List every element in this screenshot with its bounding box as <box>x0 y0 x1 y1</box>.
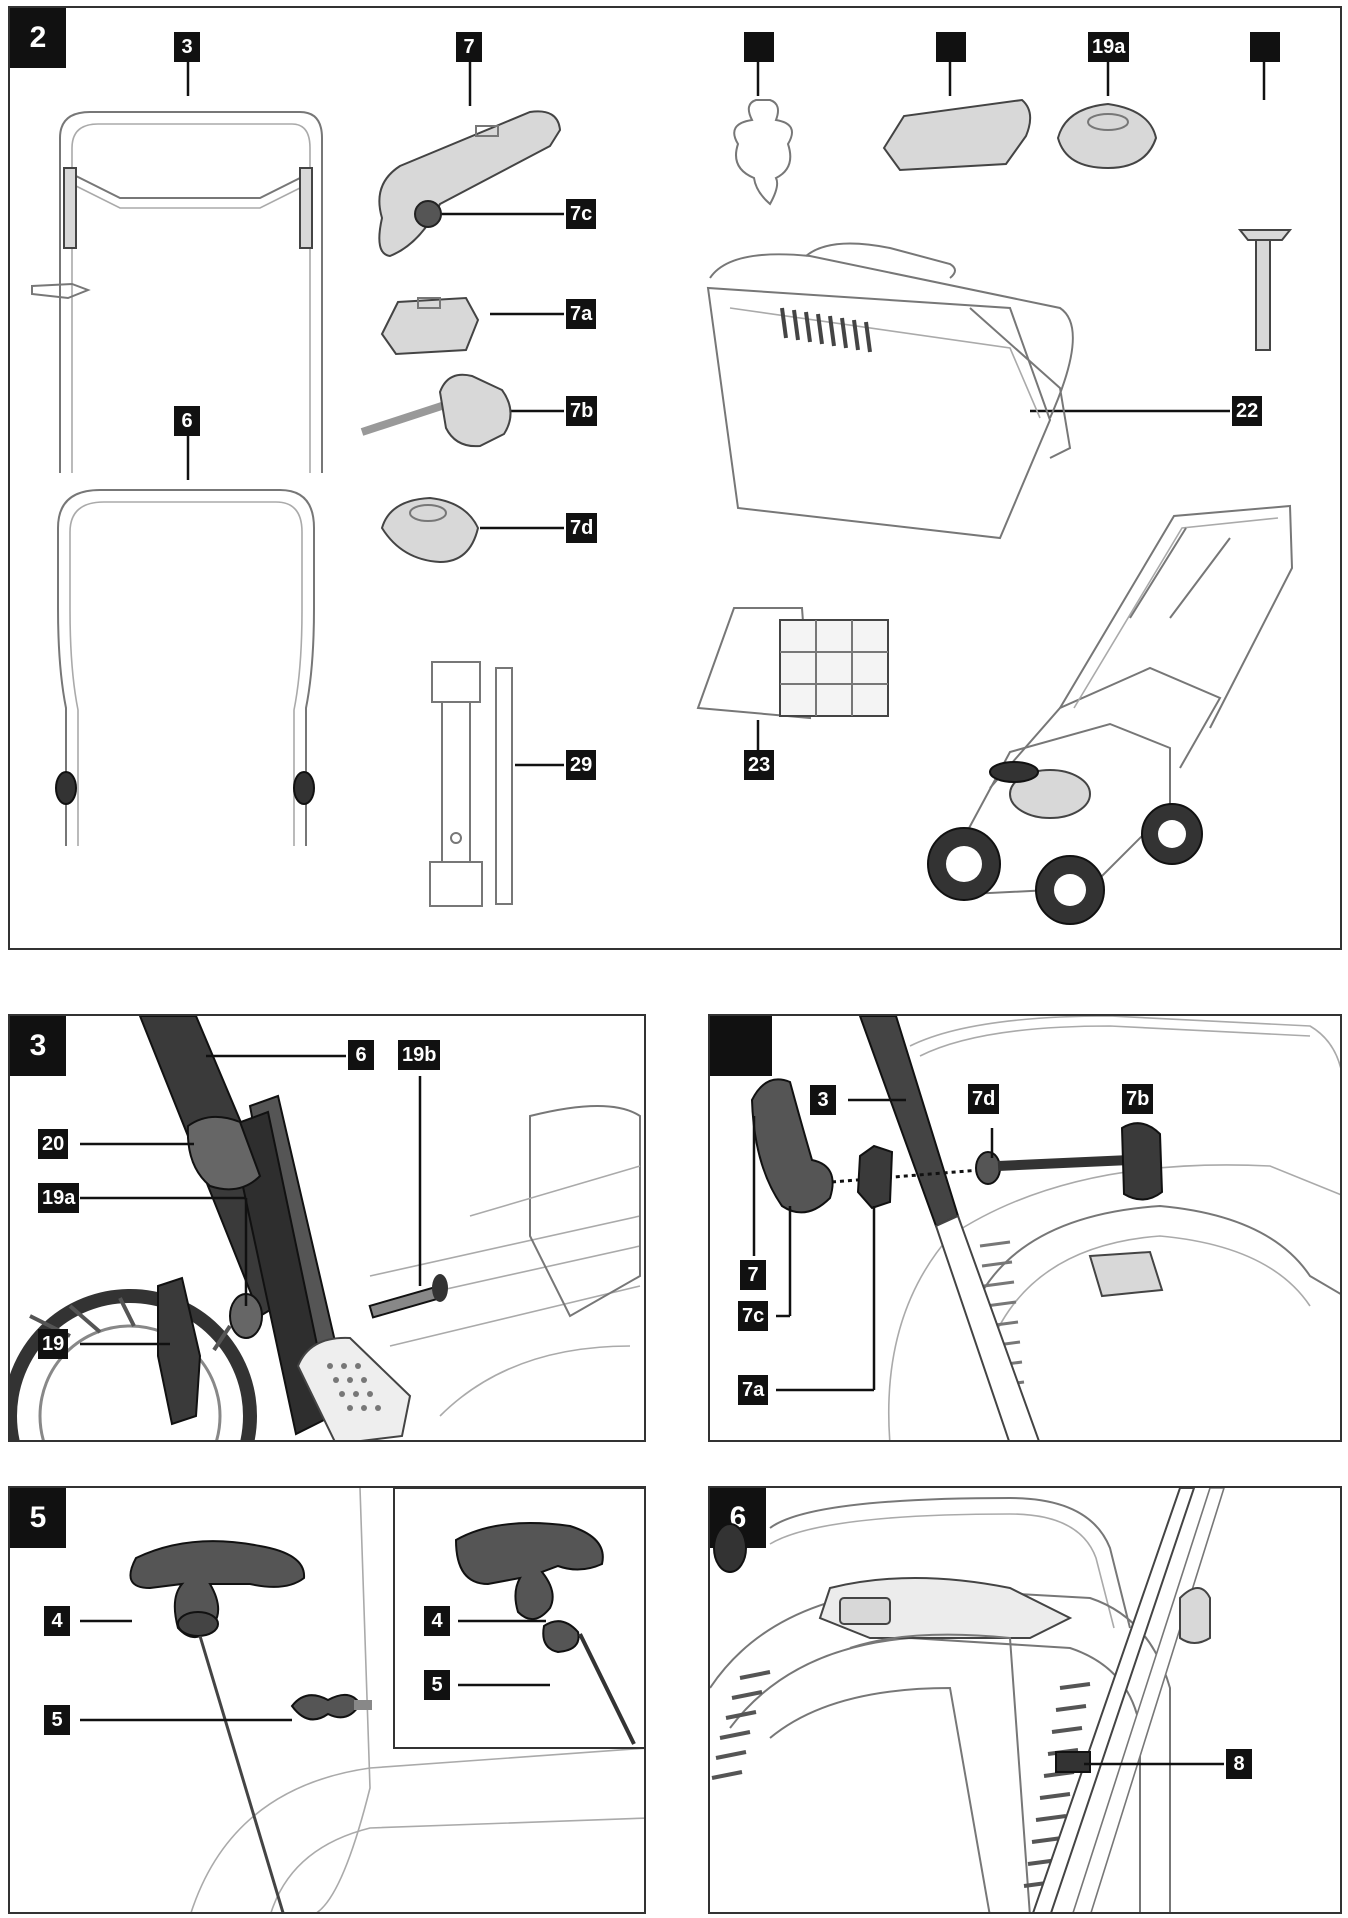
label-inset-part-5: 5 <box>424 1670 450 1700</box>
label-part-23: 23 <box>744 750 775 780</box>
label-part-19b: 19b <box>398 1040 441 1070</box>
label-part-20: 20 <box>38 1129 69 1159</box>
figure-5-panel: 5 4 5 4 5 <box>8 1486 646 1914</box>
figure-6-panel: 6 8 <box>708 1486 1342 1914</box>
label-part-3: 3 <box>810 1085 836 1115</box>
label-part-3: 3 <box>174 32 200 62</box>
label-part-29: 29 <box>566 750 597 780</box>
label-part-7: 7 <box>456 32 482 62</box>
figure-number <box>710 1016 772 1076</box>
label-part-7a: 7a <box>738 1375 769 1405</box>
label-part-4: 4 <box>44 1606 70 1636</box>
figure-number: 2 <box>10 8 66 68</box>
label-part-19a: 19a <box>1088 32 1130 62</box>
figure-4-illustration <box>750 1016 1340 1440</box>
label-part-5: 5 <box>44 1705 70 1735</box>
label-blank-2 <box>936 32 966 62</box>
figure-3-panel: 3 <box>8 1014 646 1442</box>
label-blank-3 <box>1250 32 1280 62</box>
label-part-7b: 7b <box>1122 1084 1154 1114</box>
label-part-7: 7 <box>740 1260 766 1290</box>
label-part-7a: 7a <box>566 299 597 329</box>
label-part-7b: 7b <box>566 396 598 426</box>
figure-4-panel: 3 7d 7b 7 7c 7a <box>708 1014 1342 1442</box>
figure-6-illustration <box>710 1488 1225 1912</box>
figure-2-illustration <box>31 62 1294 925</box>
figure-number: 5 <box>10 1488 66 1548</box>
figure-number: 3 <box>10 1016 66 1076</box>
label-part-22: 22 <box>1232 396 1263 426</box>
label-blank-1 <box>744 32 774 62</box>
label-part-7c: 7c <box>738 1301 769 1331</box>
label-part-6: 6 <box>348 1040 374 1070</box>
figure-3-illustration <box>10 1016 641 1440</box>
label-part-7d: 7d <box>566 513 598 543</box>
label-inset-part-4: 4 <box>424 1606 450 1636</box>
label-part-19: 19 <box>38 1329 69 1359</box>
label-part-7c: 7c <box>566 199 597 229</box>
label-part-19a: 19a <box>38 1183 80 1213</box>
label-part-6: 6 <box>174 406 200 436</box>
figure-2-panel: 2 <box>8 6 1342 950</box>
label-part-8: 8 <box>1226 1749 1252 1779</box>
label-part-7d: 7d <box>968 1084 1000 1114</box>
figure-5-illustration <box>80 1488 644 1912</box>
